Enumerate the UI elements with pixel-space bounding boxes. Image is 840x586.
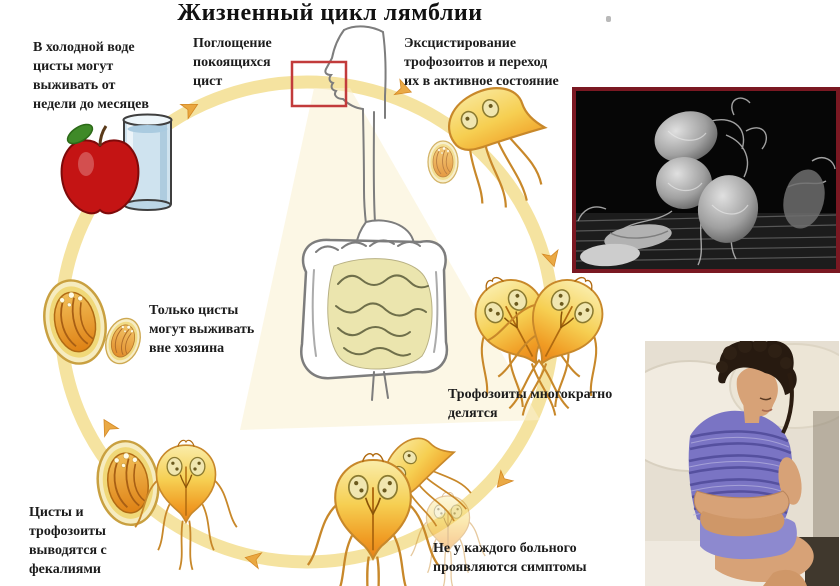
- digestive-tract-illustration: [300, 25, 449, 401]
- apple-icon: [60, 123, 140, 215]
- patient-photo: [645, 341, 839, 586]
- microscopy-photo-art: [576, 91, 836, 269]
- mouth-highlight-box: [290, 60, 348, 108]
- label-ingestion: Поглощение покоящихся цист: [193, 36, 272, 90]
- stray-mark: [606, 16, 611, 22]
- patient-photo-art: [645, 341, 839, 586]
- cyst-excysting: [427, 140, 459, 184]
- giardia-microscopy-photo: [572, 87, 840, 273]
- label-cysts-excreted: Цисты и трофозоиты выводятся с фекалиями: [29, 505, 107, 578]
- label-symptoms: Не у каждого больного проявляются симпто…: [433, 541, 587, 576]
- page-title: Жизненный цикл лямблии: [177, 0, 483, 26]
- trophozoite-upper-right: [437, 71, 571, 220]
- label-cysts-survive: Только цисты могут выживать вне хозяина: [149, 303, 255, 357]
- cyst-small-left: [99, 313, 147, 369]
- arrow-icon: [96, 415, 119, 437]
- label-cold-water: В холодной воде цисты могут выживать от …: [33, 40, 149, 113]
- label-trophozoites-divide: Трофозоиты многократно делятся: [448, 387, 613, 422]
- label-excystation: Эксцистирование трофозоитов и переход их…: [404, 36, 559, 90]
- cyst-large-left: [35, 273, 115, 371]
